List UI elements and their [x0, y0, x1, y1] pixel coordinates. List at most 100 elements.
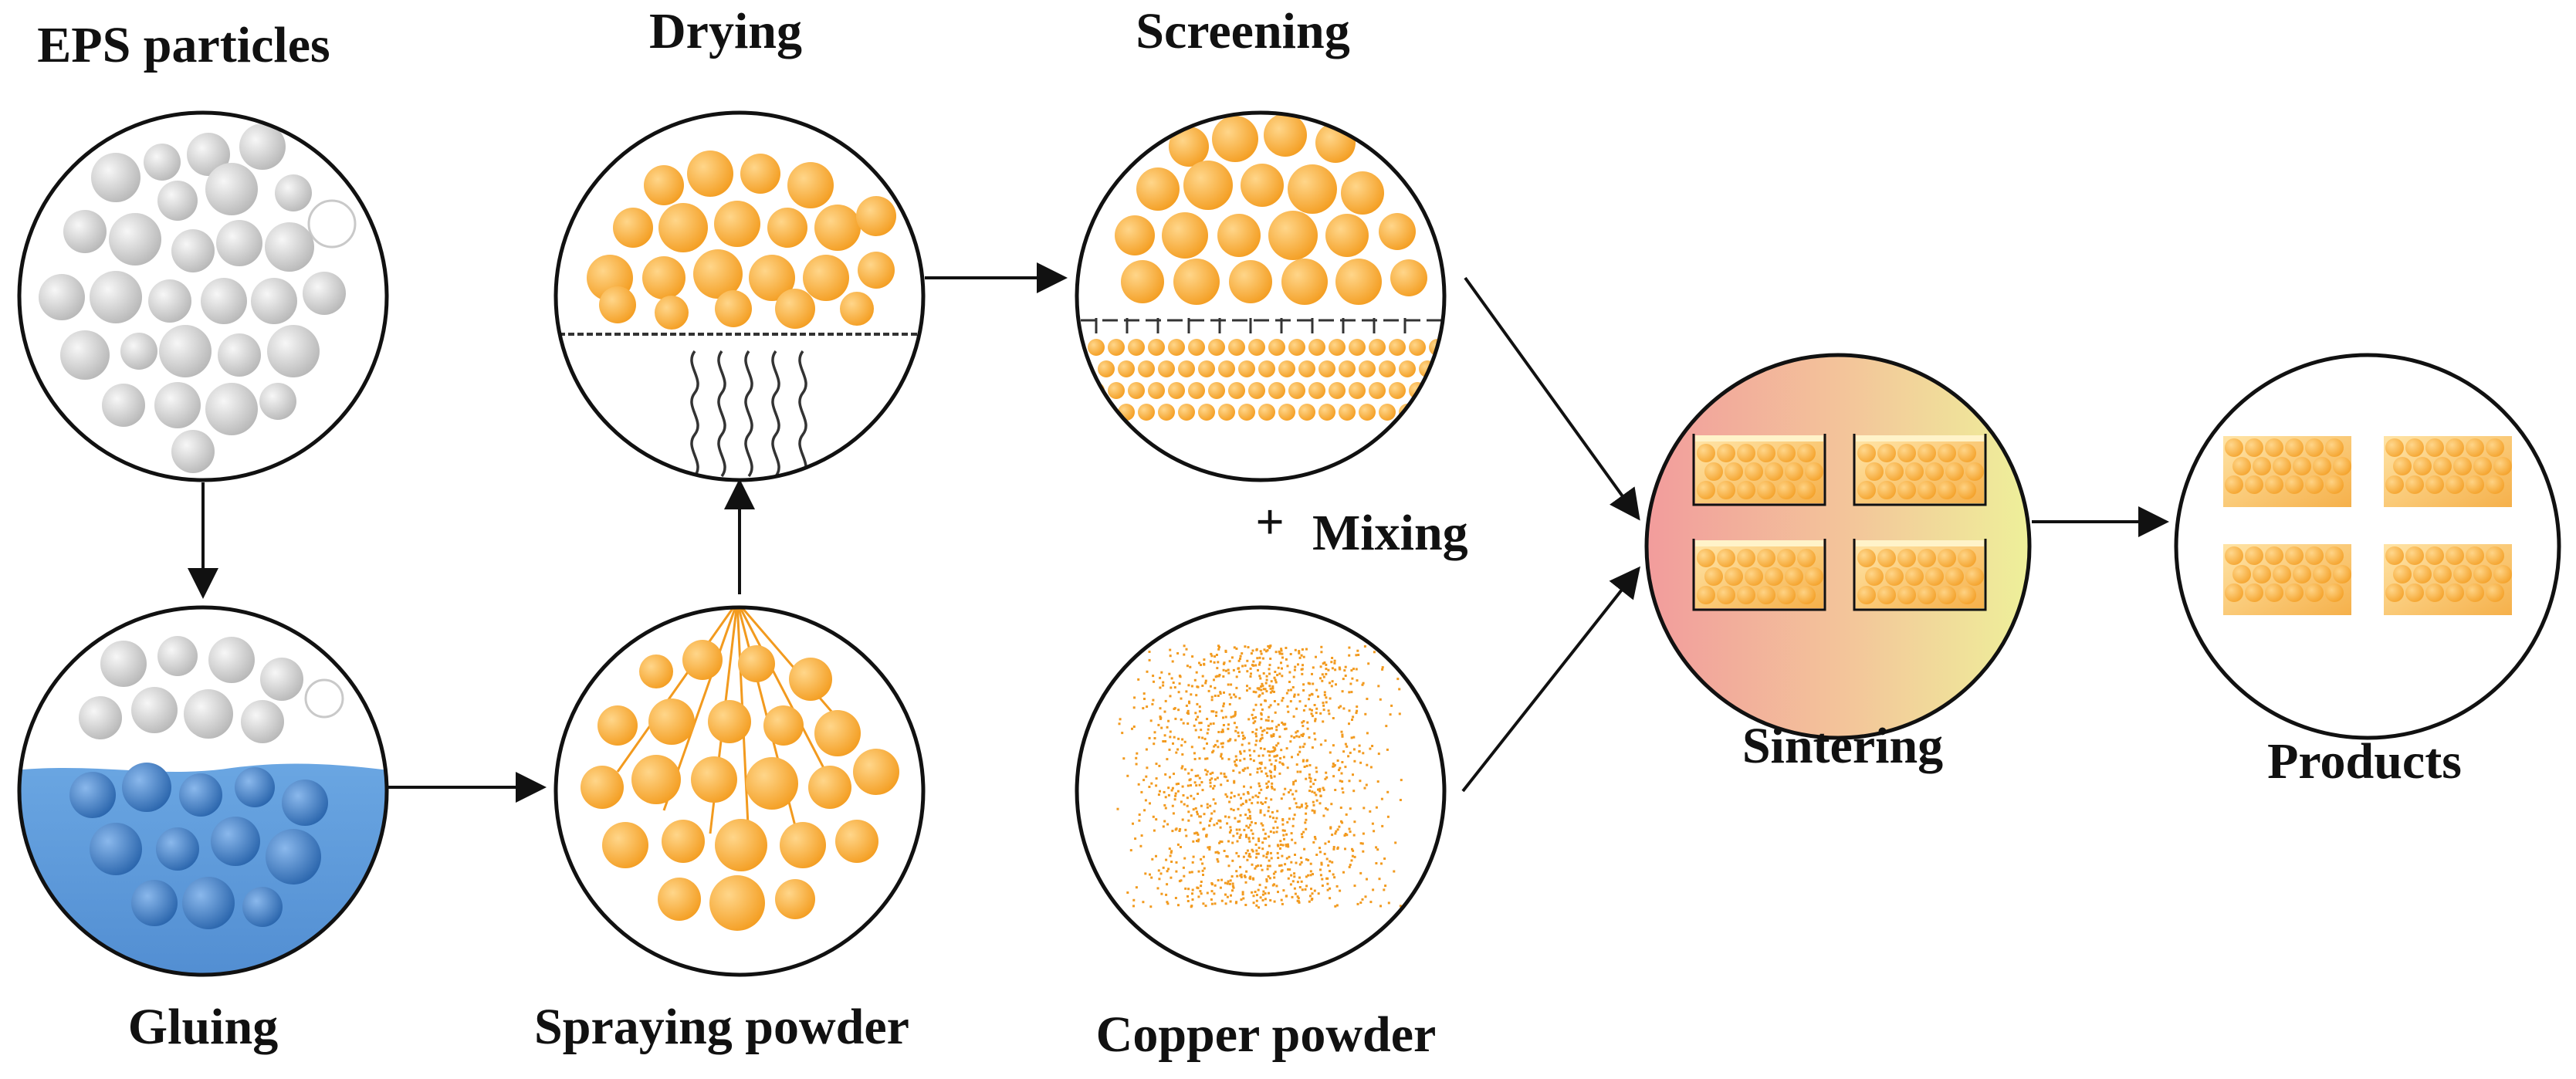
copper-grain: [1255, 899, 1258, 902]
copper-grain: [1276, 826, 1279, 829]
copper-grain: [1258, 663, 1261, 666]
copper-grain: [1339, 668, 1342, 671]
copper-grain: [1341, 690, 1344, 693]
fine-particle: [1118, 360, 1135, 377]
copper-grain: [1379, 698, 1382, 701]
copper-grain: [1309, 780, 1312, 783]
copper-grain: [1319, 665, 1322, 668]
copper-grain: [1269, 774, 1272, 777]
copper-grain: [1239, 658, 1241, 660]
copper-grain: [1268, 877, 1271, 880]
copper-grain: [1268, 815, 1271, 818]
copper-grain: [1242, 770, 1245, 773]
copper-grain: [1180, 697, 1183, 700]
copper-grain: [1249, 824, 1252, 827]
copper-grain: [1298, 746, 1302, 749]
copper-grain: [1335, 904, 1339, 907]
copper-grain: [1268, 859, 1271, 862]
copper-grain: [1126, 891, 1129, 894]
copper-grain: [1331, 861, 1334, 864]
copper-grain: [1227, 671, 1230, 675]
copper-grain: [1251, 837, 1254, 840]
copper-grain: [1268, 835, 1271, 838]
fine-particle: [1318, 404, 1335, 421]
fine-particle: [1369, 382, 1386, 399]
copper-grain: [1197, 895, 1200, 898]
label-copper-powder: Copper powder: [1096, 1006, 1437, 1063]
copper-grain: [1250, 672, 1252, 675]
copper-grain: [1261, 682, 1264, 685]
fine-particle: [1128, 382, 1145, 399]
copper-grain: [1200, 722, 1203, 725]
copper-grain: [1238, 820, 1241, 823]
fine-particle: [1108, 382, 1125, 399]
copper-grain: [1270, 776, 1273, 780]
copper-grain: [1178, 880, 1181, 883]
copper-grain: [1334, 789, 1337, 791]
copper-grain: [1265, 675, 1268, 678]
fine-particle: [1178, 360, 1195, 377]
copper-grain: [1144, 872, 1147, 875]
copper-grain: [1261, 685, 1264, 688]
copper-grain: [1240, 875, 1243, 878]
copper-grain: [1264, 772, 1268, 775]
copper-grain: [1280, 661, 1282, 665]
copper-grain: [1384, 885, 1387, 888]
copper-grain: [1242, 793, 1245, 796]
copper-grain: [1222, 705, 1225, 708]
copper-grain: [1386, 815, 1390, 818]
copper-grain: [1254, 664, 1258, 667]
copper-grain: [1267, 644, 1270, 648]
label-mixing-plus: +: [1255, 494, 1285, 550]
copper-grain: [1178, 682, 1181, 685]
fine-particle: [1128, 339, 1145, 356]
copper-grain: [1259, 747, 1262, 750]
copper-grain: [1319, 712, 1322, 715]
copper-grain: [1332, 744, 1335, 747]
copper-grain: [1277, 666, 1280, 669]
copper-grain: [1298, 651, 1301, 655]
copper-grain: [1269, 704, 1272, 707]
copper-grain: [1325, 857, 1329, 861]
copper-grain: [1260, 770, 1263, 773]
copper-grain: [1308, 694, 1312, 697]
fine-particle: [1238, 404, 1255, 421]
copper-grain: [1190, 794, 1193, 797]
copper-grain: [1293, 668, 1296, 671]
copper-grain: [1294, 648, 1297, 651]
copper-grain: [1315, 854, 1318, 856]
copper-grain: [1351, 847, 1353, 851]
copper-grain: [1258, 884, 1261, 887]
copper-grain: [1221, 730, 1224, 733]
copper-grain: [1201, 736, 1204, 739]
spraying-powder-circle: [553, 605, 926, 977]
fine-particle: [1369, 339, 1386, 356]
copper-grain: [1355, 668, 1358, 671]
copper-grain: [1285, 895, 1288, 898]
copper-grain: [1261, 657, 1264, 660]
copper-grain: [1199, 815, 1202, 818]
copper-grain: [1258, 837, 1260, 841]
copper-grain: [1132, 726, 1136, 728]
copper-grain: [1220, 841, 1224, 844]
label-products: Products: [2267, 733, 2462, 790]
copper-grain: [1247, 646, 1250, 649]
copper-grain: [1276, 674, 1279, 677]
copper-grain: [1297, 693, 1300, 696]
copper-grain: [1350, 691, 1353, 694]
copper-grain: [1263, 729, 1266, 732]
copper-grain: [1232, 668, 1235, 671]
copper-grain: [1252, 901, 1255, 905]
copper-grain: [1170, 876, 1173, 879]
label-drying: Drying: [649, 3, 802, 59]
copper-grain: [1400, 779, 1403, 782]
copper-grain: [1229, 879, 1232, 882]
copper-grain: [1329, 751, 1332, 754]
copper-grain: [1389, 713, 1392, 716]
fine-particle: [1258, 360, 1275, 377]
fine-particle: [1288, 339, 1305, 356]
copper-grain: [1351, 719, 1353, 721]
copper-grain: [1251, 832, 1254, 835]
copper-grain: [1249, 855, 1252, 858]
copper-grain: [1245, 824, 1248, 827]
